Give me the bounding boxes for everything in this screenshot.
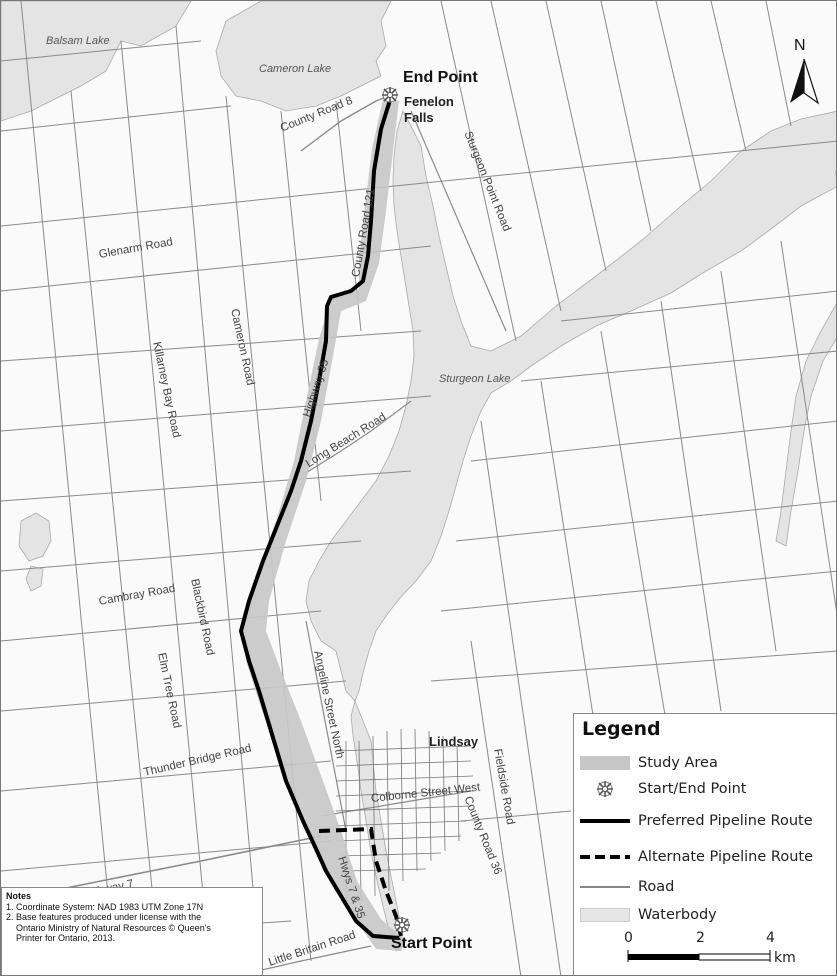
north-arrow: N bbox=[784, 37, 824, 107]
legend-item-label: Start/End Point bbox=[638, 781, 747, 797]
start-point-marker bbox=[394, 917, 410, 933]
legend-item-study-area: Study Area bbox=[580, 752, 718, 774]
notes-line: Printer for Ontario, 2013. bbox=[6, 933, 116, 943]
sturgeon-lake-label: Sturgeon Lake bbox=[439, 373, 511, 385]
thin-line-icon bbox=[580, 876, 630, 898]
legend-item-label: Preferred Pipeline Route bbox=[638, 813, 813, 829]
balsam-lake-label: Balsam Lake bbox=[46, 35, 110, 47]
legend-item-label: Study Area bbox=[638, 755, 718, 771]
west-pond2-shape bbox=[25, 565, 44, 592]
burst-icon bbox=[580, 778, 630, 800]
west-pond-shape bbox=[18, 512, 52, 562]
sturgeon-lake-shape bbox=[305, 109, 836, 702]
scale-tick-label: 2 bbox=[696, 930, 705, 946]
legend-item-start-end-point: Start/End Point bbox=[580, 778, 746, 800]
scale-tick-label: 0 bbox=[624, 930, 633, 946]
legend-item-road: Road bbox=[580, 876, 674, 898]
north-arrow-label: N bbox=[794, 37, 806, 54]
legend-item-label: Road bbox=[638, 879, 675, 895]
legend-item-alternate-route: Alternate Pipeline Route bbox=[580, 846, 813, 868]
legend-title: Legend bbox=[582, 718, 661, 740]
solid-line-icon bbox=[580, 810, 630, 832]
notes-line: 2. Base features produced under license … bbox=[6, 912, 202, 922]
legend-panel: Legend Study Area Start/End Point Prefer… bbox=[573, 713, 836, 975]
notes-title: Notes bbox=[6, 891, 32, 901]
notes-line: Ontario Ministry of Natural Resources © … bbox=[6, 922, 211, 933]
dashed-line-icon bbox=[580, 846, 630, 868]
scale-tick-label: 4 bbox=[766, 930, 775, 946]
fenelon-falls-label: Fenelon Falls bbox=[404, 94, 454, 125]
legend-item-waterbody: Waterbody bbox=[580, 904, 717, 926]
notes-panel: Notes 1. Coordinate System: NAD 1983 UTM… bbox=[1, 887, 263, 975]
water-swatch-icon bbox=[580, 904, 630, 926]
legend-item-preferred-route: Preferred Pipeline Route bbox=[580, 810, 813, 832]
north-arrow-icon bbox=[790, 58, 820, 105]
scale-bar-graphic bbox=[627, 950, 771, 962]
cameron-lake-shape bbox=[215, 1, 392, 112]
study-area-buffer bbox=[241, 99, 406, 951]
balsam-lake-shape bbox=[1, 1, 192, 122]
end-point-marker bbox=[382, 87, 398, 103]
legend-item-label: Alternate Pipeline Route bbox=[638, 849, 813, 865]
scale-unit-label: km bbox=[774, 950, 796, 966]
legend-item-label: Waterbody bbox=[638, 907, 717, 923]
preferred-pipeline-route bbox=[239, 96, 400, 940]
scale-bar: 0 2 4 km bbox=[622, 930, 796, 974]
end-point-label: End Point bbox=[403, 69, 478, 86]
notes-line: 1. Coordinate System: NAD 1983 UTM Zone … bbox=[6, 901, 204, 912]
water-bodies bbox=[1, 1, 836, 952]
start-point-label: Start Point bbox=[391, 935, 472, 952]
cameron-lake-label: Cameron Lake bbox=[259, 63, 332, 75]
study-area-swatch-icon bbox=[580, 752, 630, 774]
east-river-shape bbox=[775, 303, 836, 547]
lindsay-street-grid bbox=[335, 728, 474, 902]
lindsay-label: Lindsay bbox=[429, 734, 479, 749]
